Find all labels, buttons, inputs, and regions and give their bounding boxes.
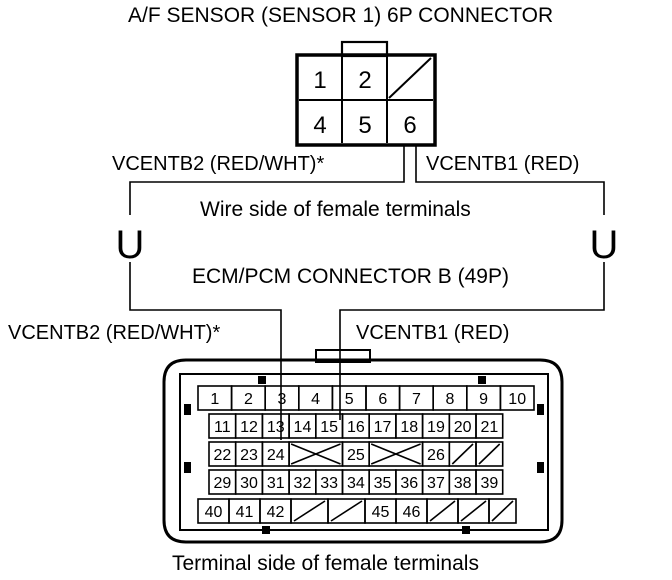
ecm-blank-44-slash (330, 500, 363, 522)
ecm-connector-shell (162, 358, 564, 544)
ecm-blank-27-slash (451, 443, 474, 465)
ecm-pin-1: 1 (210, 391, 219, 408)
ecm-key-left (184, 404, 191, 415)
ecm-blank-47-slash (429, 500, 456, 522)
ecm-pin-37: 37 (427, 475, 445, 492)
ecm-pin-13: 13 (267, 419, 285, 436)
ecm-pin-39-cell (475, 469, 504, 495)
ecm-pin-2: 2 (244, 391, 253, 408)
sensor-pin-4: 4 (313, 112, 326, 139)
ecm-pin-11: 11 (214, 419, 231, 436)
ecm-connector-inner (179, 373, 549, 531)
ecm-pin-29: 29 (213, 475, 231, 492)
wire-label-vcentb2-bottom: VCENTB2 (RED/WHT)* (8, 322, 221, 344)
ecm-connector-title: ECM/PCM CONNECTOR B (49P) (192, 265, 509, 288)
ecm-pin-9: 9 (479, 391, 488, 408)
ecm-key-bottom-2 (462, 526, 470, 534)
ecm-pin-4: 4 (311, 391, 320, 408)
ecm-pin-42: 42 (267, 504, 285, 521)
ecm-pin-34: 34 (347, 475, 365, 492)
connector-break-right-icon: U (590, 223, 619, 267)
ecm-pin-40: 40 (205, 504, 223, 521)
ecm-blank-28-slash (478, 443, 501, 465)
ecm-pin-5: 5 (345, 391, 354, 408)
sensor-pin-1: 1 (313, 67, 326, 94)
ecm-pin-24: 24 (267, 447, 285, 464)
sensor-connector-blank-slash (388, 57, 432, 99)
ecm-pin-20: 20 (454, 419, 472, 436)
ecm-pin-45: 45 (372, 504, 390, 521)
ecm-key-top-1 (258, 376, 266, 384)
ecm-pin-32: 32 (294, 475, 312, 492)
ecm-pin-36: 36 (400, 475, 418, 492)
ecm-key-top-2 (478, 376, 486, 384)
ecm-pin-16: 16 (347, 419, 365, 436)
sensor-connector-labels: 1 2 4 5 6 (313, 67, 416, 139)
ecm-blank-49-slash (491, 500, 514, 522)
wire-label-vcentb1-top: VCENTB1 (RED) (426, 153, 580, 175)
ecm-pin-33: 33 (320, 475, 338, 492)
ecm-pin-39: 39 (480, 475, 498, 492)
connector-break-left-icon: U (116, 223, 145, 267)
ecm-blank-cross-1-line-1 (290, 443, 341, 465)
ecm-pin-10-cell (499, 385, 535, 411)
ecm-pin-35: 35 (374, 475, 392, 492)
sensor-pin-6: 6 (403, 112, 416, 139)
diagram-title: A/F SENSOR (SENSOR 1) 6P CONNECTOR (128, 4, 554, 27)
wire-vcentb1-upper (415, 145, 605, 215)
ecm-blank-43-slash (293, 500, 326, 522)
ecm-pin-38: 38 (454, 475, 472, 492)
ecm-pin-14: 14 (294, 419, 312, 436)
ecm-pin-22: 22 (213, 447, 231, 464)
ecm-pin-41: 41 (236, 504, 254, 521)
ecm-key-right (537, 404, 544, 415)
ecm-pin-7: 7 (412, 391, 421, 408)
ecm-connector-latch (315, 349, 371, 363)
ecm-connector (162, 349, 564, 544)
ecm-blank-28 (475, 441, 504, 467)
wire-side-caption: Wire side of female terminals (200, 198, 471, 221)
ecm-pin-31: 31 (267, 475, 285, 492)
ecm-pin-26: 26 (427, 447, 445, 464)
ecm-pin-17: 17 (374, 419, 392, 436)
ecm-blank-48-slash (460, 500, 487, 522)
ecm-pin-10: 10 (508, 391, 526, 408)
wire-label-vcentb1-bottom: VCENTB1 (RED) (356, 322, 510, 344)
ecm-pin-8: 8 (446, 391, 455, 408)
ecm-pin-18: 18 (400, 419, 418, 436)
ecm-pin-23: 23 (240, 447, 258, 464)
ecm-pin-3: 3 (278, 391, 287, 408)
sensor-pin-5: 5 (358, 112, 371, 139)
wires (129, 145, 605, 440)
wire-label-vcentb2-top: VCENTB2 (RED/WHT)* (112, 153, 325, 175)
ecm-pin-12: 12 (240, 419, 258, 436)
ecm-blank-cross-2-line-1 (370, 443, 421, 465)
sensor-pin-2: 2 (358, 67, 371, 94)
ecm-pin-19: 19 (427, 419, 445, 436)
ecm-pin-15: 15 (320, 419, 338, 436)
terminal-side-caption: Terminal side of female terminals (172, 552, 479, 575)
ecm-pin-21: 21 (480, 419, 498, 436)
ecm-pin-30: 30 (240, 475, 258, 492)
ecm-pin-21-cell (475, 413, 504, 439)
ecm-blank-49 (488, 498, 517, 524)
ecm-key-bottom-1 (262, 526, 270, 534)
sensor-connector-body (295, 53, 437, 147)
wire-vcentb2-upper (129, 145, 405, 215)
ecm-key-left-2 (184, 462, 191, 473)
wire-vcentb1-lower (339, 262, 605, 420)
ecm-pin-25: 25 (347, 447, 365, 464)
ecm-pin-6: 6 (378, 391, 387, 408)
ecm-pin-46: 46 (403, 504, 421, 521)
ecm-key-right-2 (537, 462, 544, 473)
sensor-connector (295, 40, 437, 147)
